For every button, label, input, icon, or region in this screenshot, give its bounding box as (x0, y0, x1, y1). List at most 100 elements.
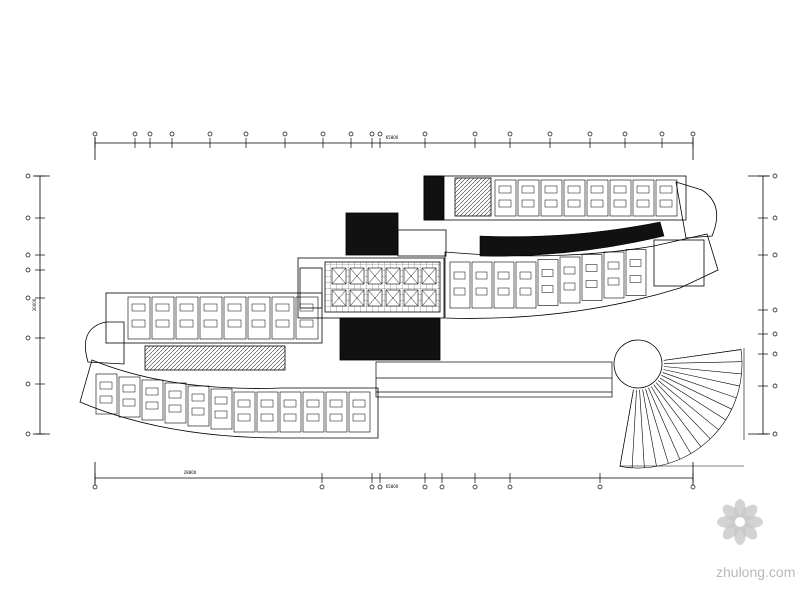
bed (260, 413, 274, 422)
elevator-cross (331, 289, 347, 307)
bed (99, 381, 113, 390)
bed (145, 387, 159, 396)
upper-right-guest-rooms (494, 179, 678, 217)
axis-bubble (772, 351, 778, 357)
bed (237, 413, 251, 422)
bed (237, 399, 251, 408)
guest-room (655, 179, 678, 217)
left-axis-markers (25, 173, 45, 437)
fan-hall-ray (663, 361, 742, 364)
bed (203, 303, 218, 312)
left-wing-guest-rooms (127, 296, 319, 340)
elevator-cross (403, 289, 419, 307)
guest-room (187, 385, 210, 427)
axis-bubble (622, 131, 628, 137)
elevator-cross (367, 267, 383, 285)
axis-bubble (320, 131, 326, 137)
bed (453, 271, 466, 280)
bed (629, 259, 642, 267)
axis-bubble (377, 484, 383, 490)
guest-room (540, 179, 563, 217)
guest-room (625, 249, 647, 296)
guest-room (118, 376, 141, 418)
fan-shaped-hall (619, 348, 745, 469)
elevator-bank (331, 267, 437, 307)
bed (275, 303, 290, 312)
fan-hall-ray (631, 389, 637, 468)
bed (306, 399, 320, 408)
axis-bubble (772, 383, 778, 389)
axis-bubble (25, 173, 31, 179)
guest-room (515, 261, 537, 309)
axis-bubble (422, 484, 428, 490)
fan-hall-ray (619, 389, 634, 467)
elevator-cross (403, 267, 419, 285)
axis-bubble (25, 267, 31, 273)
guest-room (233, 391, 256, 433)
bed (179, 319, 194, 328)
bed (567, 185, 581, 194)
bed (227, 303, 242, 312)
bed (283, 399, 297, 408)
bed (275, 319, 290, 328)
fan-hall-ray (650, 386, 692, 454)
bed (613, 185, 627, 194)
axis-bubble (25, 335, 31, 341)
guest-room (302, 391, 325, 433)
bed (519, 271, 532, 280)
elevator-cross (385, 289, 401, 307)
bed (155, 303, 170, 312)
axis-bubble (169, 131, 175, 137)
bed (299, 319, 314, 328)
axis-bubble (369, 484, 375, 490)
bed (659, 199, 673, 208)
bed (475, 287, 488, 296)
elevator-cross (367, 289, 383, 307)
guest-room (199, 296, 223, 340)
bed (497, 271, 510, 280)
axis-bubble (422, 131, 428, 137)
bed (519, 287, 532, 296)
guest-room (586, 179, 609, 217)
top-dimension-line (94, 137, 694, 160)
lower-left-guest-rooms (95, 373, 371, 433)
bottom-left-dimension: 28800 (184, 470, 197, 475)
axis-bubble (319, 484, 325, 490)
axis-bubble (92, 131, 98, 137)
guest-room (279, 391, 302, 433)
bed (179, 303, 194, 312)
bed (122, 398, 136, 407)
bed (168, 404, 182, 413)
bed (541, 269, 554, 277)
guest-room (127, 296, 151, 340)
bed (585, 264, 598, 272)
zhulong-flower-logo-icon (717, 499, 763, 545)
guest-room (493, 261, 515, 309)
bed (214, 396, 228, 405)
bed (590, 185, 604, 194)
fan-hall-ray (657, 380, 719, 431)
guest-room (609, 179, 632, 217)
bed (283, 413, 297, 422)
fan-hall-ray (663, 369, 740, 387)
guest-room (603, 251, 625, 299)
axis-bubble (25, 431, 31, 437)
bed (567, 199, 581, 208)
bottom-axis-markers (92, 473, 696, 490)
upper-right-wing-end (675, 181, 718, 239)
guest-room (581, 254, 603, 301)
right-curved-wing (444, 233, 719, 319)
right-curved-wing-corridor (479, 221, 665, 257)
left-wing-end (84, 321, 125, 365)
bed (544, 199, 558, 208)
watermark-text: zhulong.com (716, 564, 796, 580)
guest-room (449, 261, 471, 309)
bed (251, 319, 266, 328)
axis-bubble (147, 131, 153, 137)
lobby-corridor (375, 361, 613, 398)
elevator-cross (385, 267, 401, 285)
bed (607, 261, 620, 270)
fan-hall-ray (655, 382, 711, 440)
fan-hall-ray (662, 372, 737, 399)
